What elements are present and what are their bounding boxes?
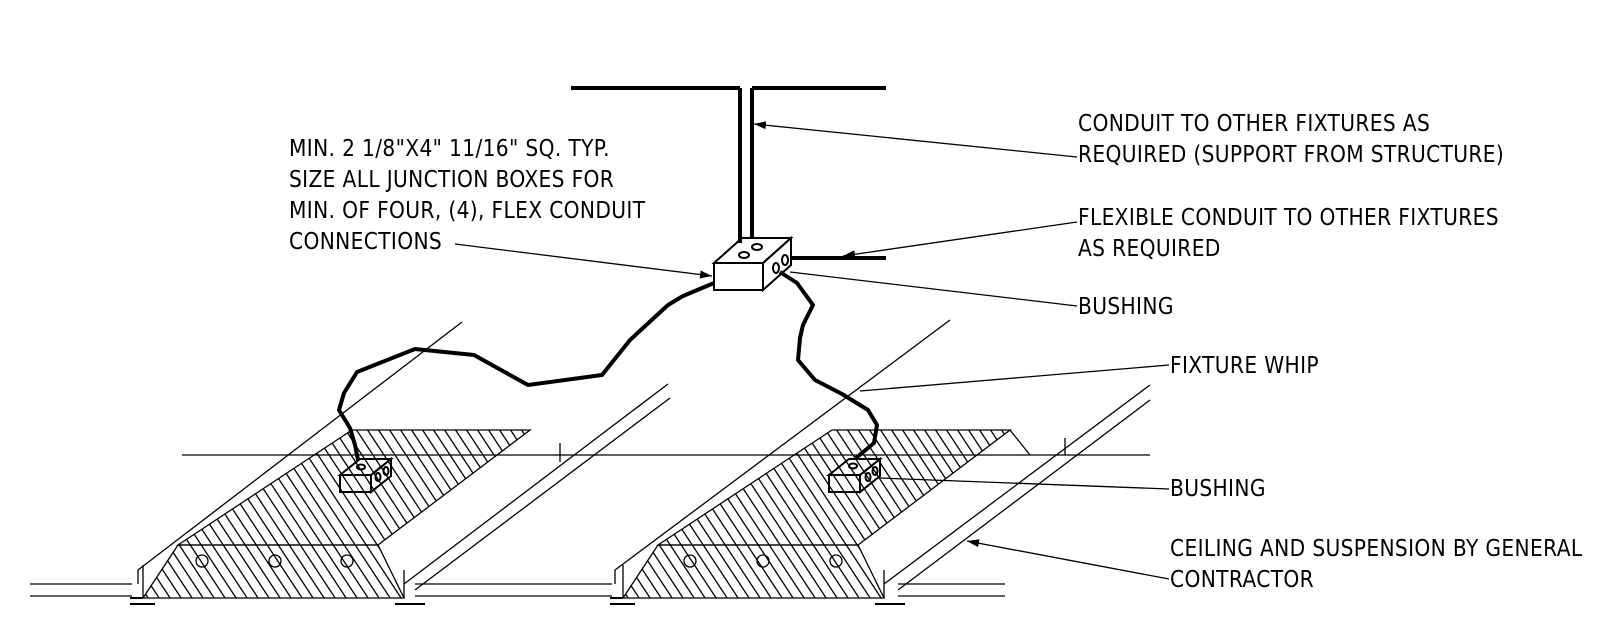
flexible-conduit-note: FLEXIBLE CONDUIT TO OTHER FIXTURES AS RE… [1078,202,1499,264]
leader-fixture-whip [859,364,1170,392]
conduit-note-line: CONDUIT TO OTHER FIXTURES AS [1078,109,1431,137]
ceiling-note-line: CONTRACTOR [1170,565,1315,593]
junction-box-note-line: MIN. OF FOUR, (4), FLEX CONDUIT [289,196,646,224]
junction-box-note-line: MIN. 2 1/8"X4" 11/16" SQ. TYP. [289,134,610,162]
bushing-note-top-line: BUSHING [1078,292,1174,320]
light-fixture-2 [610,429,1066,605]
fixture-whip-note-line: FIXTURE WHIP [1170,351,1319,379]
leader-bushing-bottom [879,477,1170,490]
leader-conduit [753,121,1078,158]
light-fixture-1 [130,429,532,605]
fixture-whip-1 [337,281,715,461]
leader-flexible-conduit [842,221,1078,259]
ceiling-note-line: CEILING AND SUSPENSION BY GENERAL [1170,534,1583,562]
flexible-conduit-note-line: FLEXIBLE CONDUIT TO OTHER FIXTURES [1078,203,1499,231]
bushing-note-bottom: BUSHING [1170,473,1266,504]
leader-ceiling [966,539,1170,580]
junction-box-note-line: CONNECTIONS [289,227,443,255]
fixture-whip-2 [778,270,879,460]
conduit-note: CONDUIT TO OTHER FIXTURES AS REQUIRED (S… [1078,108,1504,170]
leader-bushing-top [789,271,1078,307]
conduit-note-line: REQUIRED (SUPPORT FROM STRUCTURE) [1078,140,1505,168]
leader-junction-box [454,243,713,279]
rigid-conduit [738,88,754,243]
bushing-note-top: BUSHING [1078,291,1174,322]
junction-box [711,235,794,293]
fixture-whip-note: FIXTURE WHIP [1170,350,1319,381]
junction-box-note-line: SIZE ALL JUNCTION BOXES FOR [289,165,615,193]
ceiling-note: CEILING AND SUSPENSION BY GENERAL CONTRA… [1170,533,1582,595]
flexible-conduit-note-line: AS REQUIRED [1078,234,1221,262]
ceiling-grid [30,319,1151,597]
bushing-note-bottom-line: BUSHING [1170,474,1266,502]
junction-box-note: MIN. 2 1/8"X4" 11/16" SQ. TYP. SIZE ALL … [289,133,645,257]
